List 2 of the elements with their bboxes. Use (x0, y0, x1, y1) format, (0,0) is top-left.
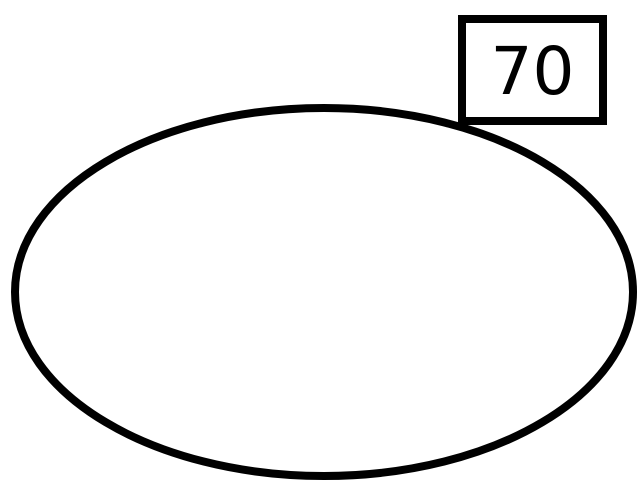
number-box: 70 (458, 15, 607, 125)
ellipse-shape (11, 104, 637, 480)
